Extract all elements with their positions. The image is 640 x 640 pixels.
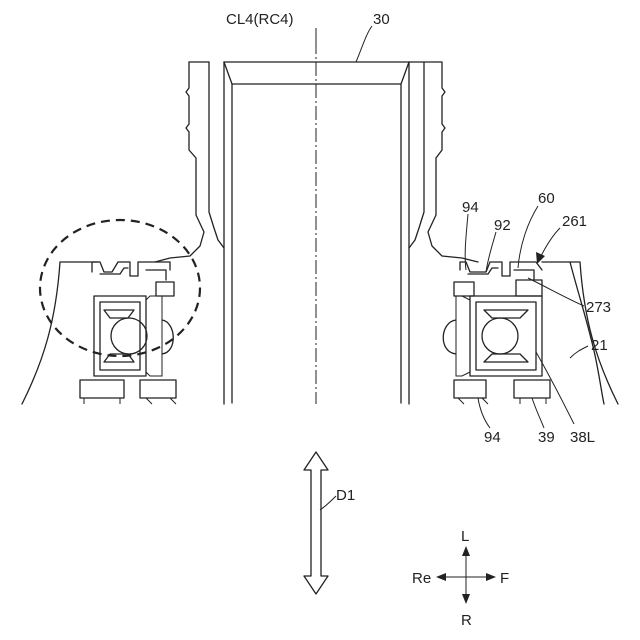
label-94-bottom: 94 [484,429,501,446]
label-30: 30 [373,11,390,28]
compass-right-label: F [500,570,509,587]
label-94-top: 94 [462,199,479,216]
label-38l: 38L [570,429,595,446]
arrow-261 [536,228,560,264]
label-centerline: CL4(RC4) [226,11,294,28]
label-273: 273 [586,299,611,316]
compass-up-label: L [461,528,469,545]
right-bearing-assembly [443,262,550,404]
label-261: 261 [562,213,587,230]
compass-down-label: R [461,612,472,629]
label-21: 21 [591,337,608,354]
label-92: 92 [494,217,511,234]
compass-left-label: Re [412,570,431,587]
left-bearing-assembly [40,220,200,404]
label-60: 60 [538,190,555,207]
direction-compass [436,546,496,604]
label-d1: D1 [336,487,355,504]
label-39: 39 [538,429,555,446]
d1-double-arrow [304,452,328,594]
